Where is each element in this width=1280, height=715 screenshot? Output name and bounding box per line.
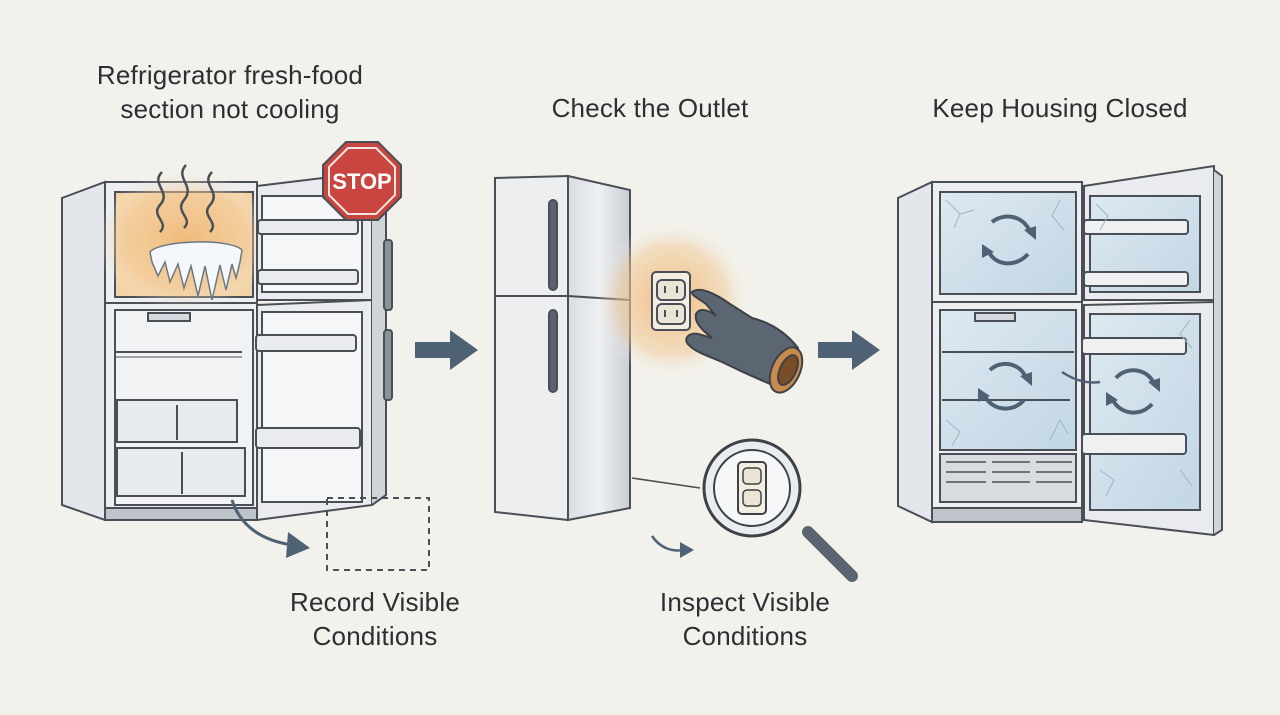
arrow-right-icon-2 (818, 330, 880, 370)
fridge-closed-icon (494, 174, 631, 522)
frost-icon (149, 241, 243, 301)
cold-air-circulation-icon (978, 214, 1160, 415)
frost-pattern (945, 199, 1193, 497)
arrow-to-record-icon (230, 499, 310, 558)
arrow-right-icon (415, 330, 478, 370)
step1-note: Record Visible Conditions (250, 585, 500, 653)
step2-note: Inspect Visible Conditions (615, 585, 875, 653)
step2-note-line2: Conditions (682, 621, 808, 651)
arrow-to-inspect-icon (650, 535, 694, 558)
fridge-frosted-icon (897, 164, 1223, 537)
heat-waves-icon (155, 164, 215, 233)
step1-title-line2: section not cooling (120, 94, 340, 124)
step1-note-line2: Conditions (312, 621, 438, 651)
step2-note-line1: Inspect Visible (659, 587, 831, 617)
connector-line (631, 477, 701, 489)
magnifier-icon (702, 438, 858, 582)
gloved-hand-icon (685, 288, 804, 394)
warm-glow (95, 170, 275, 310)
step1-title-line1: Refrigerator fresh-food (96, 60, 364, 90)
step1-note-line1: Record Visible (290, 587, 460, 617)
stop-sign-text: STOP (332, 169, 392, 194)
record-box (326, 497, 430, 571)
step2-title: Check the Outlet (551, 93, 749, 123)
stop-sign-icon: STOP (322, 141, 402, 221)
outlet-icon (651, 271, 691, 331)
open-door-icon (255, 170, 393, 522)
step1-title: Refrigerator fresh-food section not cool… (40, 58, 420, 126)
step3-title: Keep Housing Closed (932, 93, 1188, 123)
